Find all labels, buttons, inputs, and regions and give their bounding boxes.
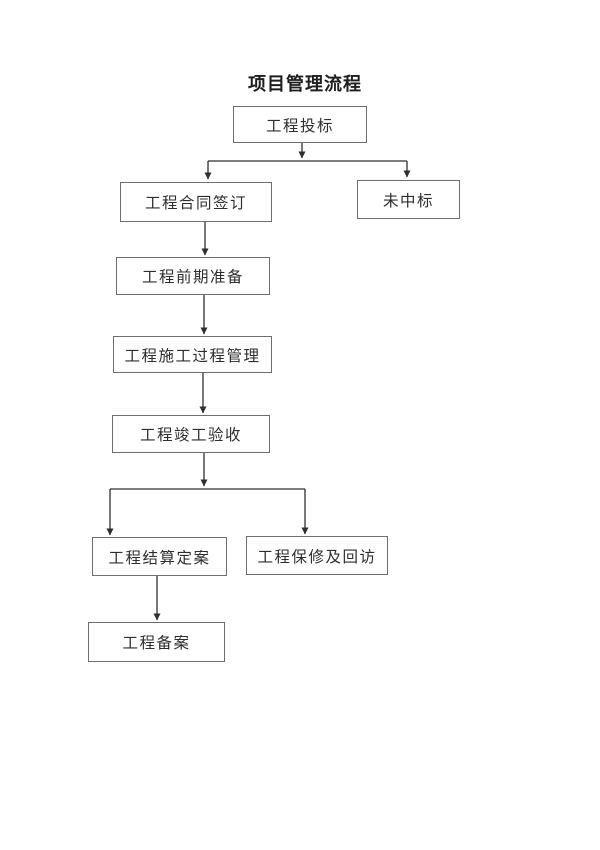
flow-node-label: 工程备案: [122, 635, 191, 652]
flow-node-not-winning: 未中标: [357, 180, 460, 219]
flow-node-completion-acceptance: 工程竣工验收: [112, 415, 270, 453]
flow-node-warranty-return-visit: 工程保修及回访: [246, 536, 388, 575]
flow-node-label: 工程合同签订: [144, 195, 247, 212]
flow-node-settlement: 工程结算定案: [92, 537, 227, 576]
flow-node-preparation: 工程前期准备: [116, 257, 270, 295]
flow-node-label: 工程竣工验收: [139, 427, 242, 444]
flow-node-label: 工程结算定案: [108, 549, 211, 567]
flow-node-label: 工程施工过程管理: [124, 347, 261, 365]
flow-node-label: 未中标: [382, 192, 434, 210]
flow-node-contract-signing: 工程合同签订: [120, 182, 272, 222]
diagram-title: 项目管理流程: [248, 74, 362, 94]
flow-node-construction-management: 工程施工过程管理: [113, 336, 272, 373]
flow-node-filing: 工程备案: [88, 622, 225, 662]
flow-node-label: 工程投标: [265, 117, 334, 135]
flow-node-bid: 工程投标: [233, 106, 367, 143]
flow-node-label: 工程保修及回访: [257, 548, 377, 566]
flow-node-label: 工程前期准备: [141, 269, 244, 286]
